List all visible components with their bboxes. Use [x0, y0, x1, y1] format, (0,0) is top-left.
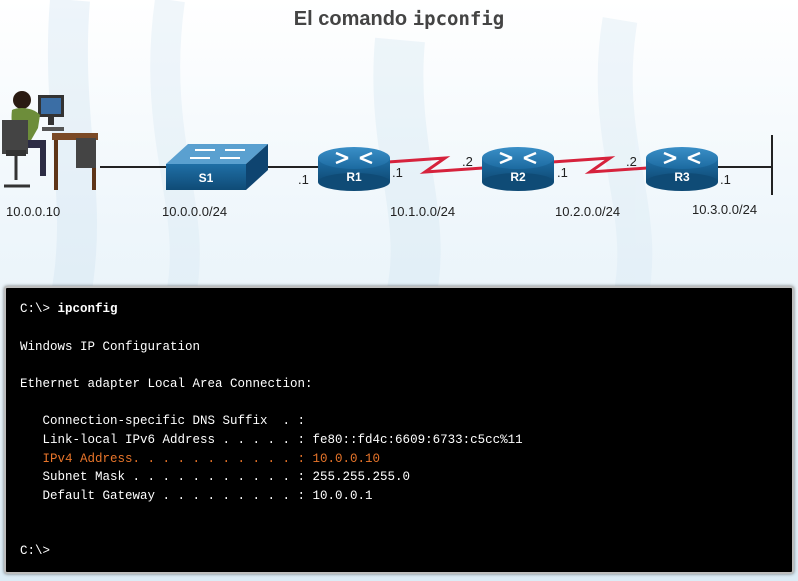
- final-prompt: C:\>: [20, 544, 51, 558]
- r2-left-interface: .2: [462, 154, 473, 169]
- serial-link-r2-r3: [551, 156, 648, 174]
- command-prompt-window[interactable]: C:\> ipconfig Windows IP Configuration E…: [4, 286, 794, 574]
- r2-right-interface: .1: [557, 165, 568, 180]
- router-r3-icon: R3: [646, 147, 718, 191]
- switch-label: S1: [199, 171, 214, 185]
- router-r1-icon: R1: [318, 147, 390, 191]
- serial-link-r1-r2: [387, 156, 484, 174]
- network-label-3: 10.2.0.0/24: [555, 204, 621, 219]
- output-ipv4: IPv4 Address. . . . . . . . . . . : 10.0…: [20, 452, 381, 466]
- router-r3-label: R3: [674, 170, 690, 184]
- output-dns-suffix: Connection-specific DNS Suffix . :: [20, 414, 306, 428]
- output-default-gateway: Default Gateway . . . . . . . . . : 10.0…: [20, 489, 373, 503]
- pc-ip-address: 10.0.0.10: [6, 204, 61, 219]
- output-ipv6: Link-local IPv6 Address . . . . . : fe80…: [20, 433, 523, 447]
- page-title: El comando ipconfig: [0, 8, 798, 31]
- output-header: Windows IP Configuration: [20, 340, 201, 354]
- network-label-4: 10.3.0.0/24: [692, 202, 758, 217]
- r1-lan-interface: .1: [298, 172, 309, 187]
- pc-workstation-icon: [2, 91, 98, 190]
- network-topology: S1 R1 R2 R3: [2, 91, 773, 195]
- r1-wan-interface: .1: [392, 165, 403, 180]
- r3-lan-interface: .1: [720, 172, 731, 187]
- network-label-1: 10.0.0.0/24: [162, 204, 228, 219]
- router-r2-label: R2: [510, 170, 526, 184]
- router-r1-label: R1: [346, 170, 362, 184]
- title-text: El comando: [293, 8, 413, 30]
- r3-left-interface: .2: [626, 154, 637, 169]
- output-subnet-mask: Subnet Mask . . . . . . . . . . . : 255.…: [20, 470, 411, 484]
- command-line: C:\> ipconfig: [20, 302, 118, 316]
- command-text: ipconfig: [57, 302, 118, 316]
- switch-s1-icon: S1: [166, 144, 268, 190]
- network-label-2: 10.1.0.0/24: [390, 204, 456, 219]
- title-command: ipconfig: [412, 8, 505, 30]
- router-r2-icon: R2: [482, 147, 554, 191]
- output-adapter: Ethernet adapter Local Area Connection:: [20, 377, 313, 391]
- prompt-text: C:\>: [20, 302, 58, 316]
